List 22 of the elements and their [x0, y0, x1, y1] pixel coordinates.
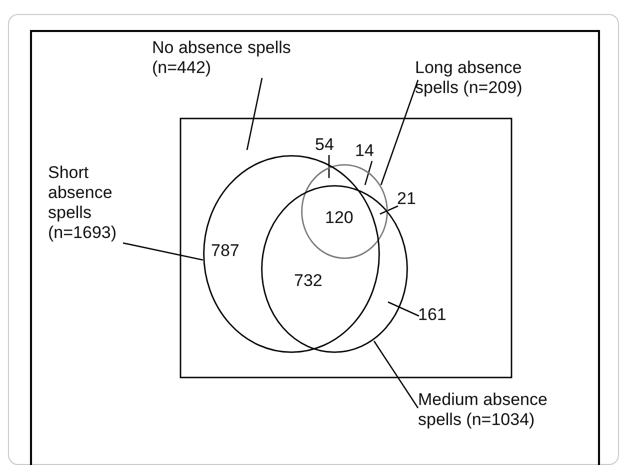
leader-line: [122, 242, 204, 261]
leader-line: [373, 340, 419, 408]
leader-line: [328, 155, 330, 178]
venn-ellipse: [203, 155, 380, 353]
count-label: 21: [397, 189, 427, 209]
leader-line: [380, 80, 419, 186]
count-label: 120: [325, 208, 354, 228]
count-label: 54: [315, 135, 345, 155]
set-label: Short absence spells (n=1693): [48, 163, 138, 243]
count-label: 732: [294, 271, 322, 291]
set-label: Medium absence spells (n=1034): [418, 390, 568, 430]
venn-ellipse: [301, 164, 388, 259]
leader-line: [380, 205, 398, 215]
set-label: No absence spells (n=442): [152, 38, 300, 78]
set-label: Long absence spells (n=209): [415, 58, 565, 98]
count-label: 14: [355, 141, 385, 161]
count-label: 161: [418, 305, 458, 325]
leader-line: [246, 78, 263, 150]
venn-rectangle: [180, 118, 512, 378]
leader-line: [388, 301, 420, 317]
leader-line: [364, 160, 373, 186]
count-label: 787: [211, 241, 240, 261]
